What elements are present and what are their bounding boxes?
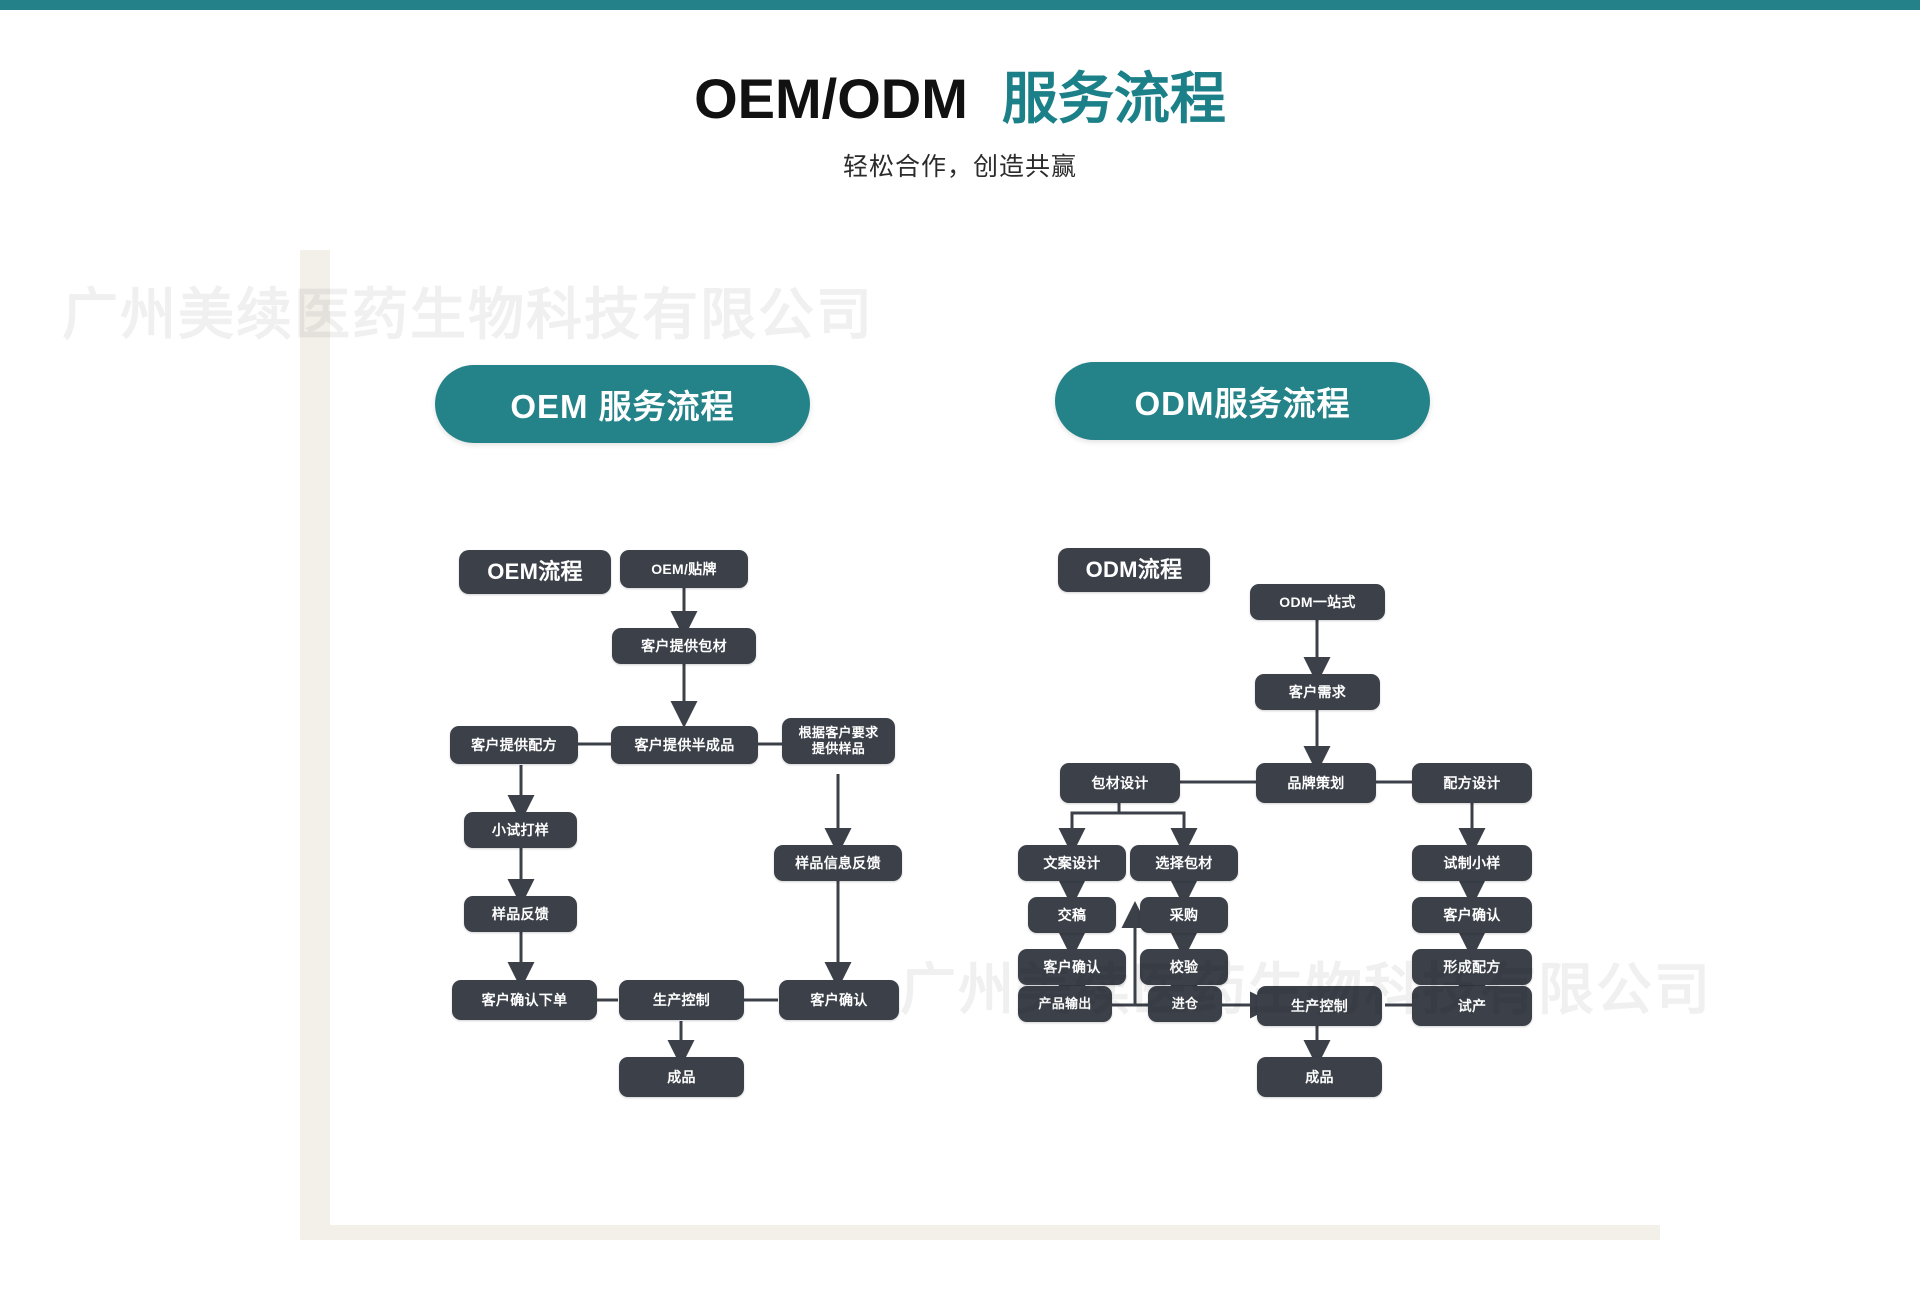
node-odm-purchase: 采购	[1140, 897, 1228, 933]
odm-flow-header: ODM流程	[1058, 548, 1210, 592]
oem-flow-header: OEM流程	[459, 550, 611, 594]
node-odm-warehouse: 进仓	[1148, 986, 1222, 1022]
node-oem-semi: 客户提供半成品	[611, 726, 758, 764]
node-oem-trial: 小试打样	[464, 812, 577, 848]
page-title-cn: 服务流程	[1001, 67, 1226, 130]
node-odm-trial-prod: 试产	[1412, 986, 1532, 1026]
node-odm-copy-design: 文案设计	[1018, 845, 1126, 881]
node-oem-confirm: 客户确认	[779, 980, 899, 1020]
node-odm-trial-small: 试制小样	[1412, 845, 1532, 881]
node-odm-formula-design: 配方设计	[1412, 763, 1532, 803]
node-odm-submit: 交稿	[1028, 897, 1116, 933]
page-title: OEM/ODM 服务流程	[0, 67, 1920, 130]
section-pill-odm: ODM服务流程	[1055, 362, 1430, 440]
node-odm-choose-pack: 选择包材	[1130, 845, 1238, 881]
node-oem-finished: 成品	[619, 1057, 744, 1097]
node-odm-onestop: ODM一站式	[1250, 584, 1385, 620]
node-odm-brand-plan: 品牌策划	[1256, 763, 1376, 803]
node-odm-finished: 成品	[1257, 1057, 1382, 1097]
node-odm-output: 产品输出	[1018, 986, 1112, 1022]
section-pill-oem: OEM 服务流程	[435, 365, 810, 443]
node-odm-form-recipe: 形成配方	[1412, 949, 1532, 985]
node-oem-sample-info: 样品信息反馈	[774, 845, 902, 881]
node-oem-formula: 客户提供配方	[450, 726, 578, 764]
node-oem-production-control: 生产控制	[619, 980, 744, 1020]
node-odm-demand: 客户需求	[1255, 674, 1380, 710]
page-title-en: OEM/ODM	[694, 67, 968, 130]
top-accent-bar	[0, 0, 1920, 10]
node-odm-pack-design: 包材设计	[1060, 763, 1180, 803]
node-oem-sample-request: 根据客户要求 提供样品	[782, 718, 895, 764]
node-odm-confirm-2: 客户确认	[1412, 897, 1532, 933]
node-oem-sample-feedback: 样品反馈	[464, 896, 577, 932]
node-odm-confirm-1: 客户确认	[1018, 949, 1126, 985]
page-header: OEM/ODM 服务流程 轻松合作，创造共赢	[0, 67, 1920, 183]
node-odm-production-control: 生产控制	[1257, 986, 1382, 1026]
page-subtitle: 轻松合作，创造共赢	[842, 152, 1077, 181]
node-oem-brand: OEM/贴牌	[620, 550, 748, 588]
node-oem-pack: 客户提供包材	[612, 628, 756, 664]
node-odm-verify: 校验	[1140, 949, 1228, 985]
node-oem-order: 客户确认下单	[452, 980, 597, 1020]
